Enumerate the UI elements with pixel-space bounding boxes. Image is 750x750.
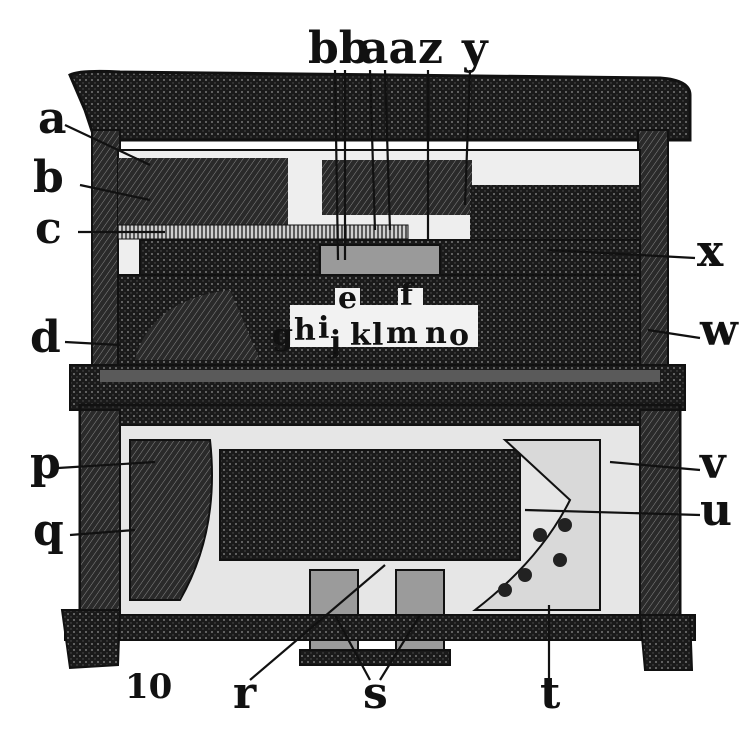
label-z: z (418, 23, 443, 74)
label-t: t (540, 668, 561, 719)
label-q: q (33, 505, 64, 556)
label-k: k (350, 318, 372, 353)
label-aa: aa (360, 23, 417, 74)
label-p: p (30, 438, 61, 489)
upper-left-pilaster (91, 129, 121, 371)
label-f: f (400, 278, 415, 313)
label-j: j (327, 325, 341, 360)
label-w: w (699, 305, 739, 356)
label-u: u (700, 485, 732, 536)
label-i: i (318, 311, 329, 346)
right-foot (638, 614, 694, 671)
label-h: h (294, 313, 316, 348)
leader-lines (57, 69, 701, 681)
lower-mechanism (219, 449, 521, 561)
label-c: c (35, 203, 62, 254)
part-labels: a b c d p q r s t u v w x y z aa bb 10 (30, 23, 739, 719)
label-d: d (30, 312, 61, 363)
label-a: a (38, 93, 67, 144)
figure-number: 10 (125, 667, 172, 707)
label-y: y (461, 23, 489, 74)
upper-right-pilaster (637, 129, 669, 371)
label-o: o (449, 318, 469, 353)
label-g: g (272, 318, 293, 353)
label-e: e (338, 281, 357, 316)
label-v: v (699, 438, 727, 489)
label-l: l (372, 318, 383, 353)
top-cabinet (68, 69, 692, 142)
label-s: s (363, 668, 388, 719)
label-b: b (33, 152, 64, 203)
plate-holes (498, 518, 572, 597)
key-letters: e f g h i j k l m n o (272, 278, 469, 360)
left-frame (129, 439, 213, 601)
label-n: n (425, 316, 447, 351)
left-foot (60, 609, 122, 670)
label-bb: bb (308, 23, 370, 74)
label-m: m (386, 316, 418, 351)
keyslip (100, 370, 660, 382)
action-detail-left (135, 290, 260, 360)
left-column (79, 409, 121, 621)
base-rail (64, 614, 696, 641)
key-label-panel (290, 288, 478, 347)
label-r: r (233, 668, 257, 719)
label-x: x (697, 226, 724, 277)
